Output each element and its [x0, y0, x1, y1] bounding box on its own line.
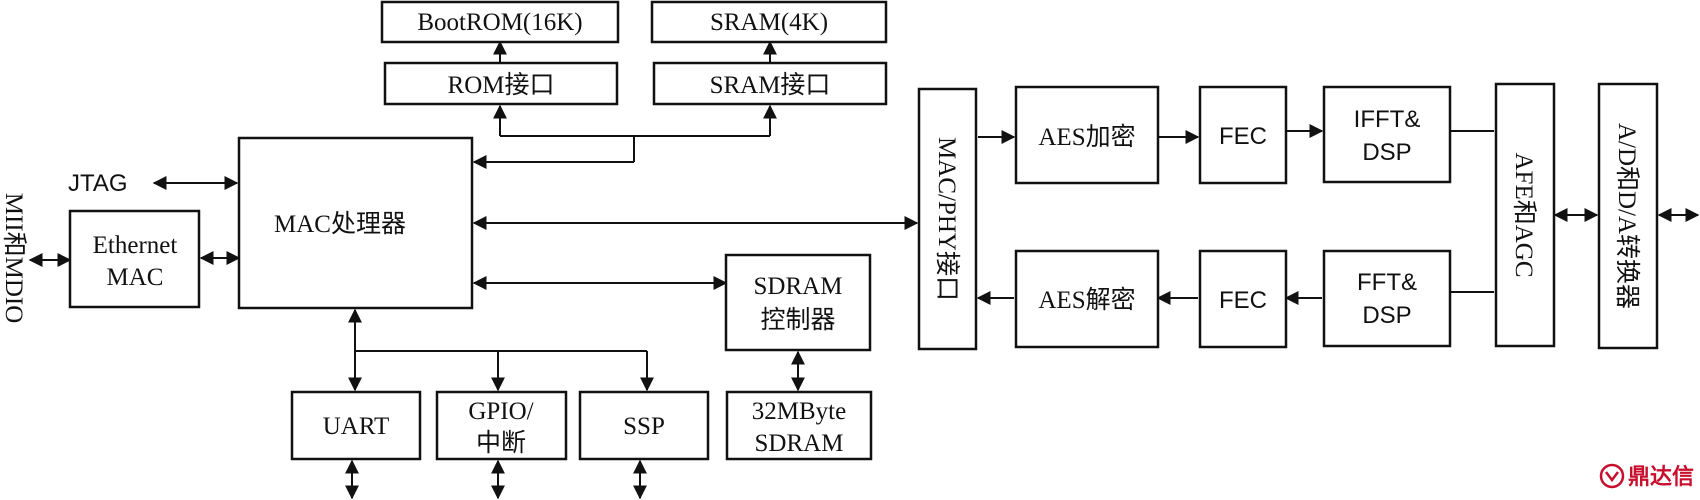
- mac-phy-interface-block: MAC/PHY接口: [917, 87, 978, 351]
- fec-bottom-block: FEC: [1198, 249, 1288, 349]
- fft-dsp-block: FFT& DSP: [1322, 249, 1452, 348]
- sdram-32mbyte-label-line1: 32MByte: [752, 398, 846, 425]
- aes-decrypt-block: AES解密: [1014, 249, 1160, 349]
- sram-interface-label: SRAM接口: [710, 71, 831, 99]
- rom-interface-block: ROM接口: [383, 61, 619, 106]
- uart-label: UART: [323, 413, 390, 440]
- gpio-label-line1: GPIO/: [468, 398, 533, 425]
- gpio-block: GPIO/ 中断: [435, 390, 568, 461]
- sram-label: SRAM(4K): [710, 9, 828, 36]
- fec-top-block: FEC: [1198, 85, 1288, 185]
- gpio-label-line2: 中断: [476, 429, 526, 457]
- ifft-dsp-label-line1: IFFT&: [1354, 106, 1421, 133]
- sram-interface-block: SRAM接口: [652, 61, 888, 106]
- ad-da-converter-label: A/D和D/A转换器: [1613, 123, 1641, 309]
- watermark-logo: 鼎达信: [1599, 463, 1694, 490]
- sdram-32mbyte-label-line2: SDRAM: [755, 430, 844, 457]
- ethernet-mac-label-line2: MAC: [107, 264, 164, 291]
- ssp-block: SSP: [578, 390, 710, 461]
- ad-da-converter-block: A/D和D/A转换器: [1597, 82, 1659, 350]
- fft-dsp-label-line1: FFT&: [1357, 269, 1417, 296]
- mac-processor-block: MAC处理器: [237, 136, 474, 310]
- watermark-icon: [1599, 463, 1625, 489]
- fec-top-label: FEC: [1219, 123, 1267, 150]
- fec-bottom-label: FEC: [1219, 287, 1267, 314]
- fft-dsp-label-line2: DSP: [1362, 302, 1411, 329]
- aes-encrypt-label: AES加密: [1038, 123, 1135, 151]
- afe-agc-label: AFE和AGC: [1510, 152, 1538, 277]
- aes-encrypt-block: AES加密: [1014, 85, 1160, 185]
- uart-block: UART: [290, 390, 422, 461]
- watermark-icon-mark: [1605, 471, 1619, 483]
- mii-mdio-label: MII和MDIO: [0, 193, 28, 324]
- rom-interface-label: ROM接口: [448, 71, 555, 99]
- sram-block: SRAM(4K): [650, 0, 888, 44]
- bootrom-block: BootROM(16K): [380, 0, 620, 44]
- afe-agc-block: AFE和AGC: [1494, 82, 1556, 348]
- jtag-label: JTAG: [68, 170, 128, 197]
- ifft-dsp-block: IFFT& DSP: [1322, 85, 1452, 184]
- bootrom-label: BootROM(16K): [417, 9, 582, 36]
- sdram-controller-block: SDRAM 控制器: [724, 253, 872, 352]
- ssp-label: SSP: [623, 413, 665, 440]
- watermark-text: 鼎达信: [1628, 464, 1694, 490]
- sdram-controller-label-line2: 控制器: [760, 306, 835, 334]
- ethernet-mac-block: Ethernet MAC: [68, 209, 201, 309]
- sdram-controller-label-line1: SDRAM: [754, 273, 843, 300]
- sdram-32mbyte-block: 32MByte SDRAM: [725, 390, 873, 461]
- ifft-dsp-label-line2: DSP: [1362, 139, 1411, 166]
- aes-decrypt-label: AES解密: [1038, 286, 1135, 314]
- connections: [28, 40, 1700, 500]
- mac-processor-label: MAC处理器: [274, 210, 406, 238]
- ethernet-mac-label-line1: Ethernet: [93, 232, 178, 259]
- mac-phy-interface-label: MAC/PHY接口: [933, 137, 961, 301]
